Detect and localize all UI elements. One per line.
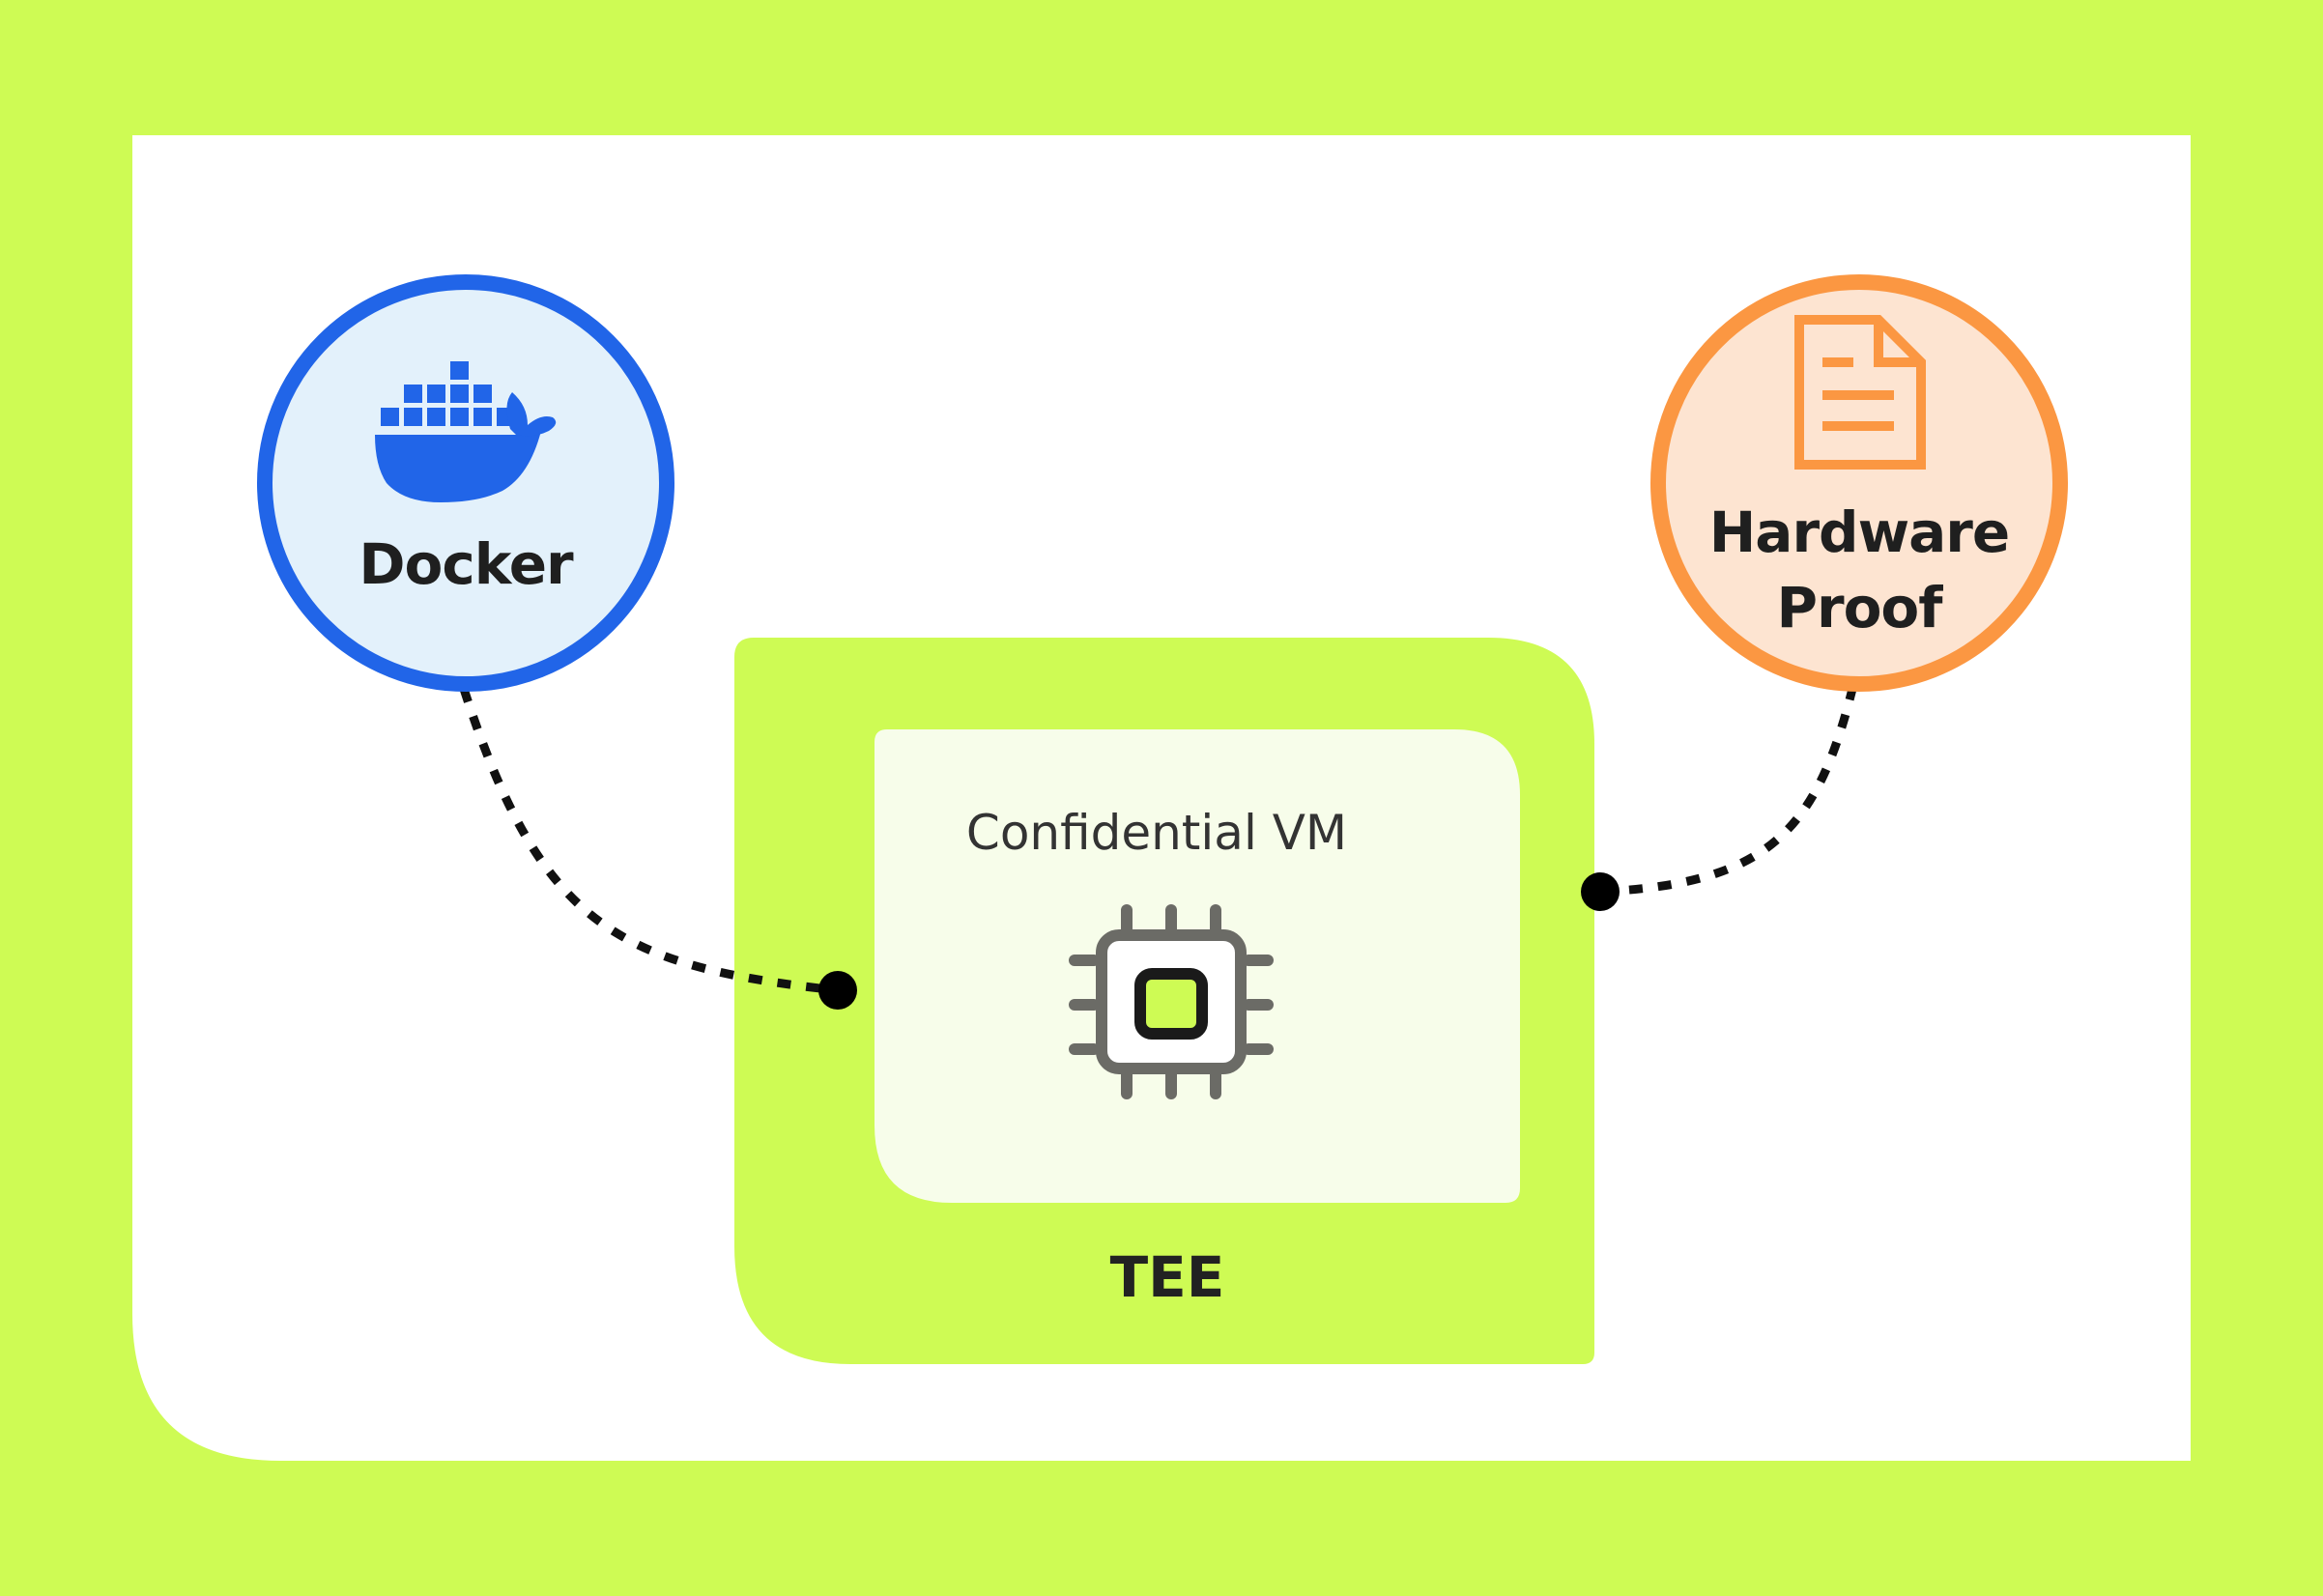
hardware-proof-label-line1: Hardware [1708, 499, 2010, 565]
docker-whale-icon [375, 361, 557, 502]
connector-dot-vm [818, 971, 857, 1010]
confidential-vm-label: Confidential VM [965, 805, 1348, 861]
tee-label: TEE [1109, 1244, 1225, 1310]
hardware-proof-node [1650, 274, 2068, 692]
cpu-chip-icon [1069, 904, 1274, 1099]
document-icon [1794, 315, 1926, 470]
connector-tee-proof [1599, 687, 1857, 897]
docker-label: Docker [358, 531, 573, 597]
connector-dot-tee [1581, 872, 1620, 911]
hardware-proof-label-line2: Proof [1776, 575, 1942, 641]
hardware-proof-label: Hardware Proof [1708, 495, 2010, 645]
connector-docker-vm [459, 687, 838, 995]
docker-node [257, 274, 674, 692]
